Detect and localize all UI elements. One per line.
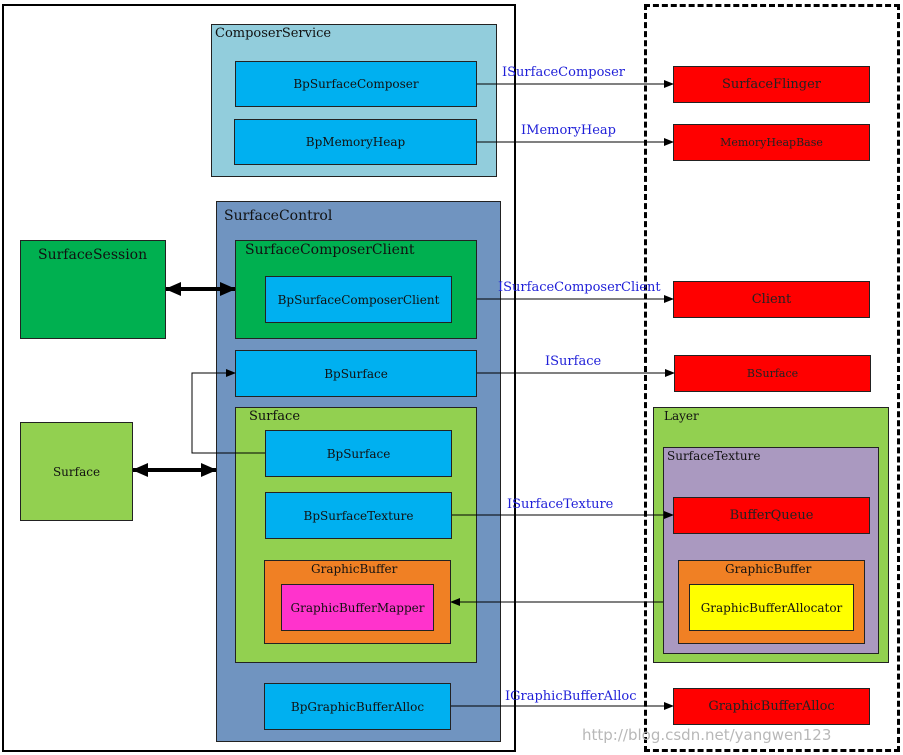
isurfacecomposer-label: ISurfaceComposer xyxy=(502,65,625,80)
surface-control-title: SurfaceControl xyxy=(224,208,333,224)
watermark: http://blog.csdn.net/yangwen123 xyxy=(582,726,832,744)
surface-texture-title: SurfaceTexture xyxy=(667,449,761,463)
surface-session-label: SurfaceSession xyxy=(38,247,148,263)
isurfacetexture-label: ISurfaceTexture xyxy=(507,497,614,512)
server-process-boundary xyxy=(644,4,900,752)
igraphicbufferalloc-label: IGraphicBufferAlloc xyxy=(505,689,637,704)
graphic-buffer-mapper-box: GraphicBufferMapper xyxy=(281,584,434,631)
bp-surface-box: BpSurface xyxy=(235,350,477,397)
graphic-buffer-alloc-box: GraphicBufferAlloc xyxy=(673,688,870,725)
isurface-label: ISurface xyxy=(545,354,602,369)
server-graphic-buffer-title: GraphicBuffer xyxy=(725,562,812,576)
client-graphic-buffer-title: GraphicBuffer xyxy=(311,562,398,576)
bp-surface-composer-client-box: BpSurfaceComposerClient xyxy=(265,276,452,323)
layer-title: Layer xyxy=(664,409,699,423)
bp-surface-texture-box: BpSurfaceTexture xyxy=(265,492,452,539)
client-process-boundary xyxy=(2,4,516,752)
bp-memory-heap-box: BpMemoryHeap xyxy=(234,119,477,165)
bp-graphic-buffer-alloc-box: BpGraphicBufferAlloc xyxy=(264,683,451,730)
client-box: Client xyxy=(673,281,870,318)
isurfacecomposerclient-label: ISurfaceComposerClient xyxy=(498,280,661,295)
surface-session-box xyxy=(20,240,166,339)
surface-box: Surface xyxy=(20,422,133,521)
composer-service-title: ComposerService xyxy=(215,26,332,41)
buffer-queue-box: BufferQueue xyxy=(673,497,870,534)
graphic-buffer-allocator-box: GraphicBufferAllocator xyxy=(689,584,854,631)
bp-surface-composer-box: BpSurfaceComposer xyxy=(235,61,477,107)
inner-bp-surface-box: BpSurface xyxy=(265,430,452,477)
memory-heap-base-box: MemoryHeapBase xyxy=(673,124,870,161)
surface-composer-client-title: SurfaceComposerClient xyxy=(245,242,415,258)
bpsurface-link-arrow xyxy=(191,369,265,454)
imemoryheap-label: IMemoryHeap xyxy=(521,123,616,138)
bsurface-box: BSurface xyxy=(674,355,871,392)
inner-surface-title: Surface xyxy=(249,409,301,424)
surface-flinger-box: SurfaceFlinger xyxy=(673,66,870,103)
